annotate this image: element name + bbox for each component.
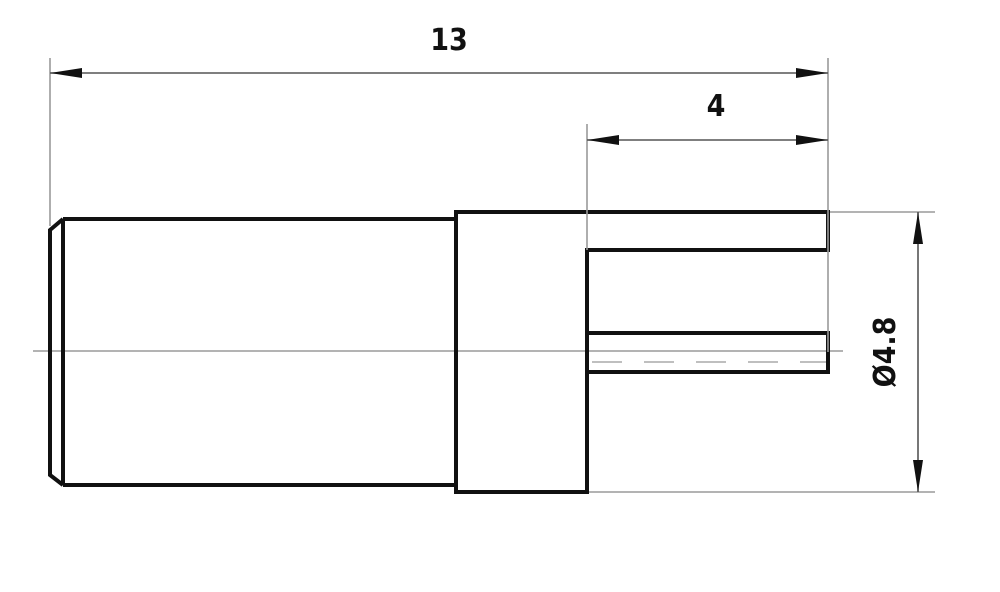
barrel <box>48 217 456 487</box>
dimension-label-diameter: Ø4.8 <box>868 317 903 388</box>
connector-body <box>48 210 830 494</box>
dimension-diameter: Ø4.8 <box>868 212 923 492</box>
dimension-label-4: 4 <box>707 89 726 124</box>
dimension-label-13: 13 <box>430 23 468 58</box>
center-pin <box>585 331 830 374</box>
arrow-down-icon <box>913 460 923 492</box>
arrow-left-icon <box>587 135 619 145</box>
arrow-up-icon <box>913 212 923 244</box>
dimension-overall-length: 13 <box>50 23 828 78</box>
arrow-left-icon <box>50 68 82 78</box>
extension-lines <box>49 58 935 493</box>
arrow-right-icon <box>796 68 828 78</box>
arrow-right-icon <box>796 135 828 145</box>
flange <box>454 210 830 494</box>
dimension-pin-length: 4 <box>587 89 828 145</box>
